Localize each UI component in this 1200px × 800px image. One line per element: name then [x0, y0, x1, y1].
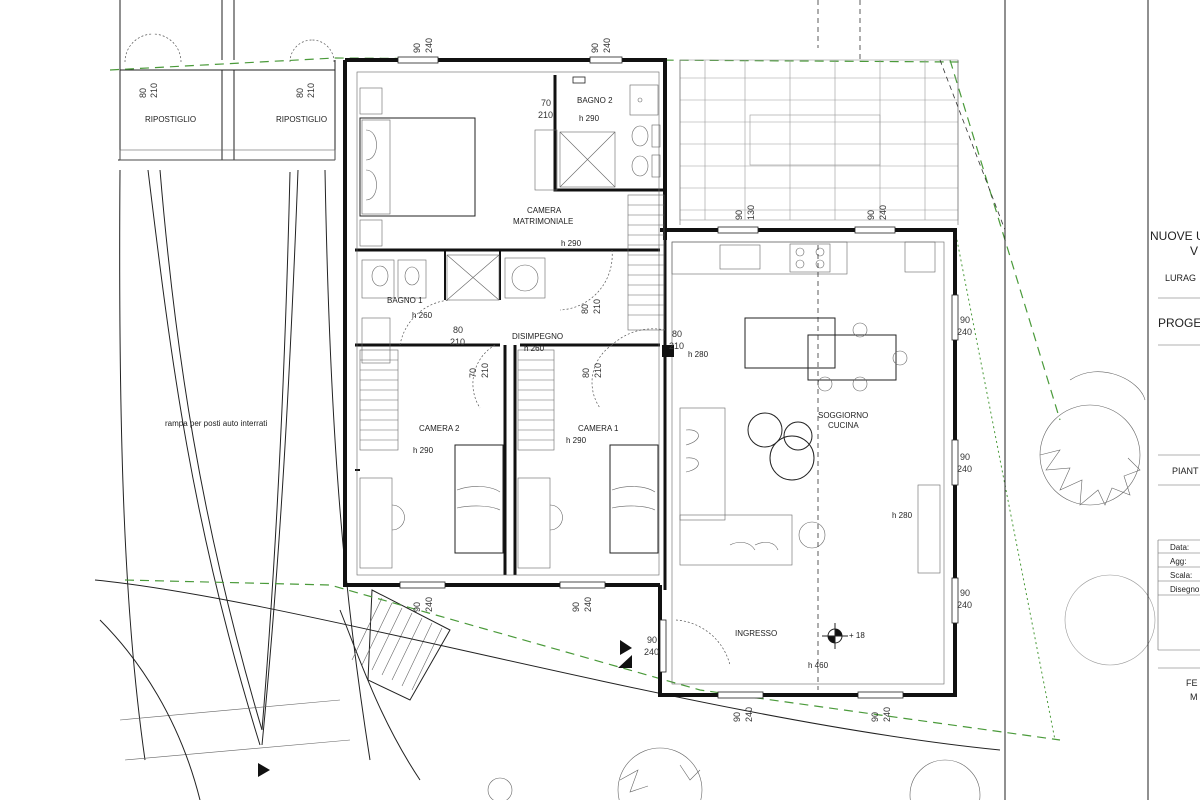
height-ingresso: h 460 [808, 661, 829, 670]
dim-door-living-w: 80 [672, 329, 682, 339]
label-rampa: rampa per posti auto interrati [165, 419, 267, 428]
dim-door-camera1-h: 210 [593, 363, 603, 378]
dim-window-bottom-3-h: 240 [744, 707, 754, 722]
title-fe: FE [1186, 678, 1198, 688]
dim-door-rip-2-w: 80 [295, 88, 305, 98]
height-soggiorno-right: h 280 [892, 511, 913, 520]
title-block: NUOVE U V LURAG PROGE PIANT Data: Agg: S… [1147, 0, 1200, 800]
windows [397, 56, 959, 699]
height-matrimoniale: h 290 [561, 239, 582, 248]
dim-window-top-2-h: 240 [602, 38, 612, 53]
dim-window-top-1-w: 90 [412, 43, 422, 53]
dim-door-living-h: 210 [669, 341, 684, 351]
elevation-mark: + 18 [849, 631, 865, 640]
dim-window-right-3-h: 240 [957, 600, 972, 610]
label-camera-matrimoniale-2: MATRIMONIALE [513, 217, 573, 226]
label-ripostiglio-2: RIPOSTIGLIO [276, 115, 327, 124]
dim-door-camera2-h: 210 [480, 363, 490, 378]
dim-door-camera1-w: 80 [581, 368, 591, 378]
height-camera-1: h 290 [566, 436, 587, 445]
label-ingresso: INGRESSO [735, 629, 777, 638]
dim-window-bottom-3-w: 90 [732, 712, 742, 722]
dim-door-entrance-w: 90 [647, 635, 657, 645]
dim-window-kitchen-h: 130 [746, 205, 756, 220]
dim-door-rip-1-w: 80 [138, 88, 148, 98]
dim-window-top-2-w: 90 [590, 43, 600, 53]
title-m: M [1190, 692, 1198, 702]
dim-window-pergola-w: 90 [866, 210, 876, 220]
title-progetto: PROGE [1158, 316, 1200, 330]
room-labels: RIPOSTIGLIO RIPOSTIGLIO BAGNO 2 h 290 CA… [145, 96, 913, 670]
dim-window-right-1-h: 240 [957, 327, 972, 337]
label-soggiorno: SOGGIORNO [818, 411, 868, 420]
height-bagno-2: h 290 [579, 114, 600, 123]
dim-door-camera2-w: 70 [468, 368, 478, 378]
label-camera-2: CAMERA 2 [419, 424, 460, 433]
dim-window-right-3-w: 90 [960, 588, 970, 598]
dim-window-pergola-h: 240 [878, 205, 888, 220]
dim-door-rip-2-h: 210 [306, 83, 316, 98]
title-scala: Scala: [1170, 571, 1192, 580]
dim-door-entrance-h: 240 [644, 647, 659, 657]
dim-door-bagno1-w: 80 [453, 325, 463, 335]
furniture [359, 84, 941, 690]
dim-door-matrimoniale-w: 80 [580, 304, 590, 314]
label-camera-1: CAMERA 1 [578, 424, 619, 433]
site-context [94, 0, 1156, 800]
label-ripostiglio-1: RIPOSTIGLIO [145, 115, 196, 124]
dim-window-bottom-4-w: 90 [870, 712, 880, 722]
height-bagno-1: h 260 [412, 311, 433, 320]
label-cucina: CUCINA [828, 421, 859, 430]
dim-door-rip-1-h: 210 [149, 83, 159, 98]
label-disimpegno: DISIMPEGNO [512, 332, 563, 341]
dim-window-bottom-1-h: 240 [424, 597, 434, 612]
title-line-1: NUOVE U [1150, 229, 1200, 243]
dim-window-right-2-w: 90 [960, 452, 970, 462]
dim-door-bagno2-h: 210 [538, 110, 553, 120]
dim-window-bottom-2-w: 90 [571, 602, 581, 612]
dim-window-top-1-h: 240 [424, 38, 434, 53]
dimension-labels: 90 240 90 240 80 210 80 210 70 210 90 13… [138, 38, 972, 722]
title-disegno: Disegno [1170, 585, 1200, 594]
dim-door-bagno2-w: 70 [541, 98, 551, 108]
label-bagno-2: BAGNO 2 [577, 96, 613, 105]
building-walls [343, 58, 957, 697]
height-disimpegno: h 260 [524, 344, 545, 353]
dim-window-kitchen-w: 90 [734, 210, 744, 220]
title-place: LURAG [1165, 273, 1196, 283]
dim-door-matrimoniale-h: 210 [592, 299, 602, 314]
dim-window-bottom-1-w: 90 [412, 602, 422, 612]
dim-window-right-2-h: 240 [957, 464, 972, 474]
label-camera-matrimoniale-1: CAMERA [527, 206, 562, 215]
dim-window-right-1-w: 90 [960, 315, 970, 325]
label-bagno-1: BAGNO 1 [387, 296, 423, 305]
dim-window-bottom-4-h: 240 [882, 707, 892, 722]
dim-door-bagno1-h: 210 [450, 337, 465, 347]
title-line-2: V [1190, 244, 1198, 258]
dim-window-bottom-2-h: 240 [583, 597, 593, 612]
height-soggiorno-top: h 280 [688, 350, 709, 359]
title-data: Data: [1170, 543, 1189, 552]
title-pianta: PIANT [1172, 466, 1199, 476]
height-camera-2: h 290 [413, 446, 434, 455]
title-agg: Agg: [1170, 557, 1186, 566]
